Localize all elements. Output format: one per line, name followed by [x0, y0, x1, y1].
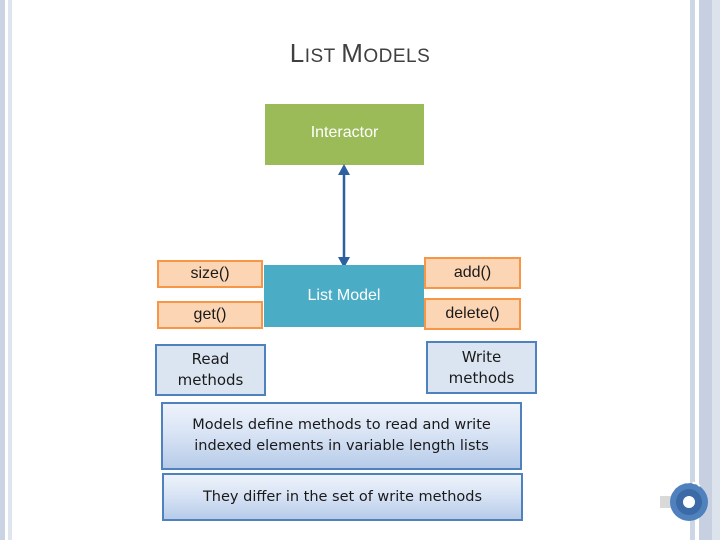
models-description-note: Models define methods to read and write … [161, 402, 522, 470]
read-methods-caption: Read methods [177, 350, 244, 389]
get-method-label: get() [193, 306, 227, 323]
add-method-label: add() [453, 264, 492, 281]
title-part: IST [304, 46, 342, 67]
slide-frame-left [0, 0, 12, 540]
double-headed-arrow-icon [338, 164, 350, 268]
size-method-box: size() [157, 260, 263, 288]
title-part: ODELS [363, 46, 431, 67]
models-description-text: Models define methods to read and write … [192, 417, 491, 454]
list-model-label: List Model [307, 287, 381, 304]
add-method-box: add() [424, 257, 521, 289]
get-method-box: get() [157, 301, 263, 329]
write-methods-difference-note: They differ in the set of write methods [162, 473, 523, 521]
slide-title: LIST MODELS [0, 38, 720, 69]
title-part: M [341, 38, 364, 68]
write-methods-callout: Write methods [426, 341, 537, 394]
corner-logo-icon [660, 481, 708, 521]
title-part: L [289, 38, 305, 68]
write-methods-difference-text: They differ in the set of write methods [202, 488, 483, 505]
slide-frame-right [686, 0, 720, 540]
size-method-label: size() [190, 265, 230, 282]
delete-method-label: delete() [445, 305, 500, 322]
read-methods-callout: Read methods [155, 344, 266, 396]
list-model-box: List Model [264, 265, 424, 327]
interactor-label: Interactor [310, 124, 379, 141]
write-methods-caption: Write methods [448, 347, 515, 387]
delete-method-box: delete() [424, 298, 521, 330]
interactor-box: Interactor [265, 104, 424, 165]
